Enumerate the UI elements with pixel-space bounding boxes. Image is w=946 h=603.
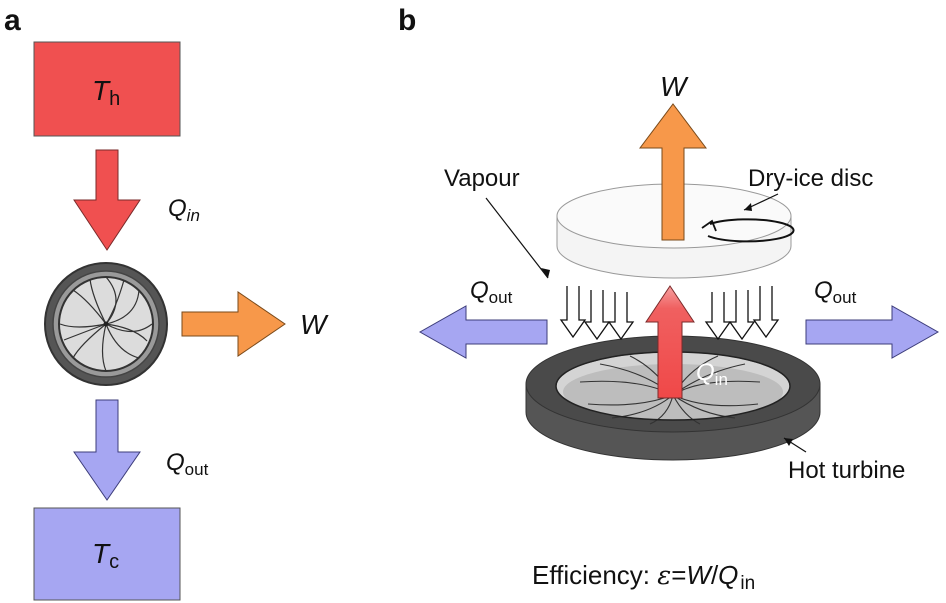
- q-out-label: Qout: [166, 449, 209, 479]
- dry-ice-label: Dry-ice disc: [748, 165, 873, 192]
- work-label-b: W: [660, 71, 689, 102]
- work-label: W: [300, 309, 329, 340]
- cold-reservoir-label: Tc: [92, 538, 119, 573]
- hot-reservoir-label: Th: [92, 75, 120, 110]
- panel-b-letter: b: [398, 4, 416, 37]
- q-in-arrow: [73, 149, 141, 251]
- vapour-pointer-head: [541, 268, 550, 278]
- q-in-arrow-b: [645, 285, 695, 399]
- q-out-arrow: [73, 399, 141, 501]
- vapour-arrows: [559, 286, 780, 341]
- panel-a-letter: a: [4, 4, 21, 37]
- vapour-label: Vapour: [444, 165, 520, 192]
- hot-turbine-pointer-head: [784, 438, 793, 446]
- q-out-left-arrow: [418, 305, 548, 359]
- panel-b: b W: [398, 4, 940, 594]
- panel-a: a Th Qin: [4, 4, 329, 601]
- hot-turbine-label: Hot turbine: [788, 457, 905, 484]
- cold-reservoir-box: [33, 507, 181, 601]
- q-in-label-b: Qin: [696, 359, 728, 389]
- q-out-right-arrow: [805, 305, 940, 359]
- hot-reservoir-box: [33, 41, 181, 137]
- work-arrow-b: [639, 103, 707, 241]
- q-in-label: Qin: [168, 195, 200, 225]
- dry-ice-pointer-head: [744, 203, 752, 211]
- vapour-pointer: [485, 197, 549, 279]
- turbine-icon: [44, 262, 168, 386]
- work-arrow: [181, 291, 286, 357]
- q-out-right-label: Qout: [814, 277, 857, 307]
- q-out-left-label: Qout: [470, 277, 513, 307]
